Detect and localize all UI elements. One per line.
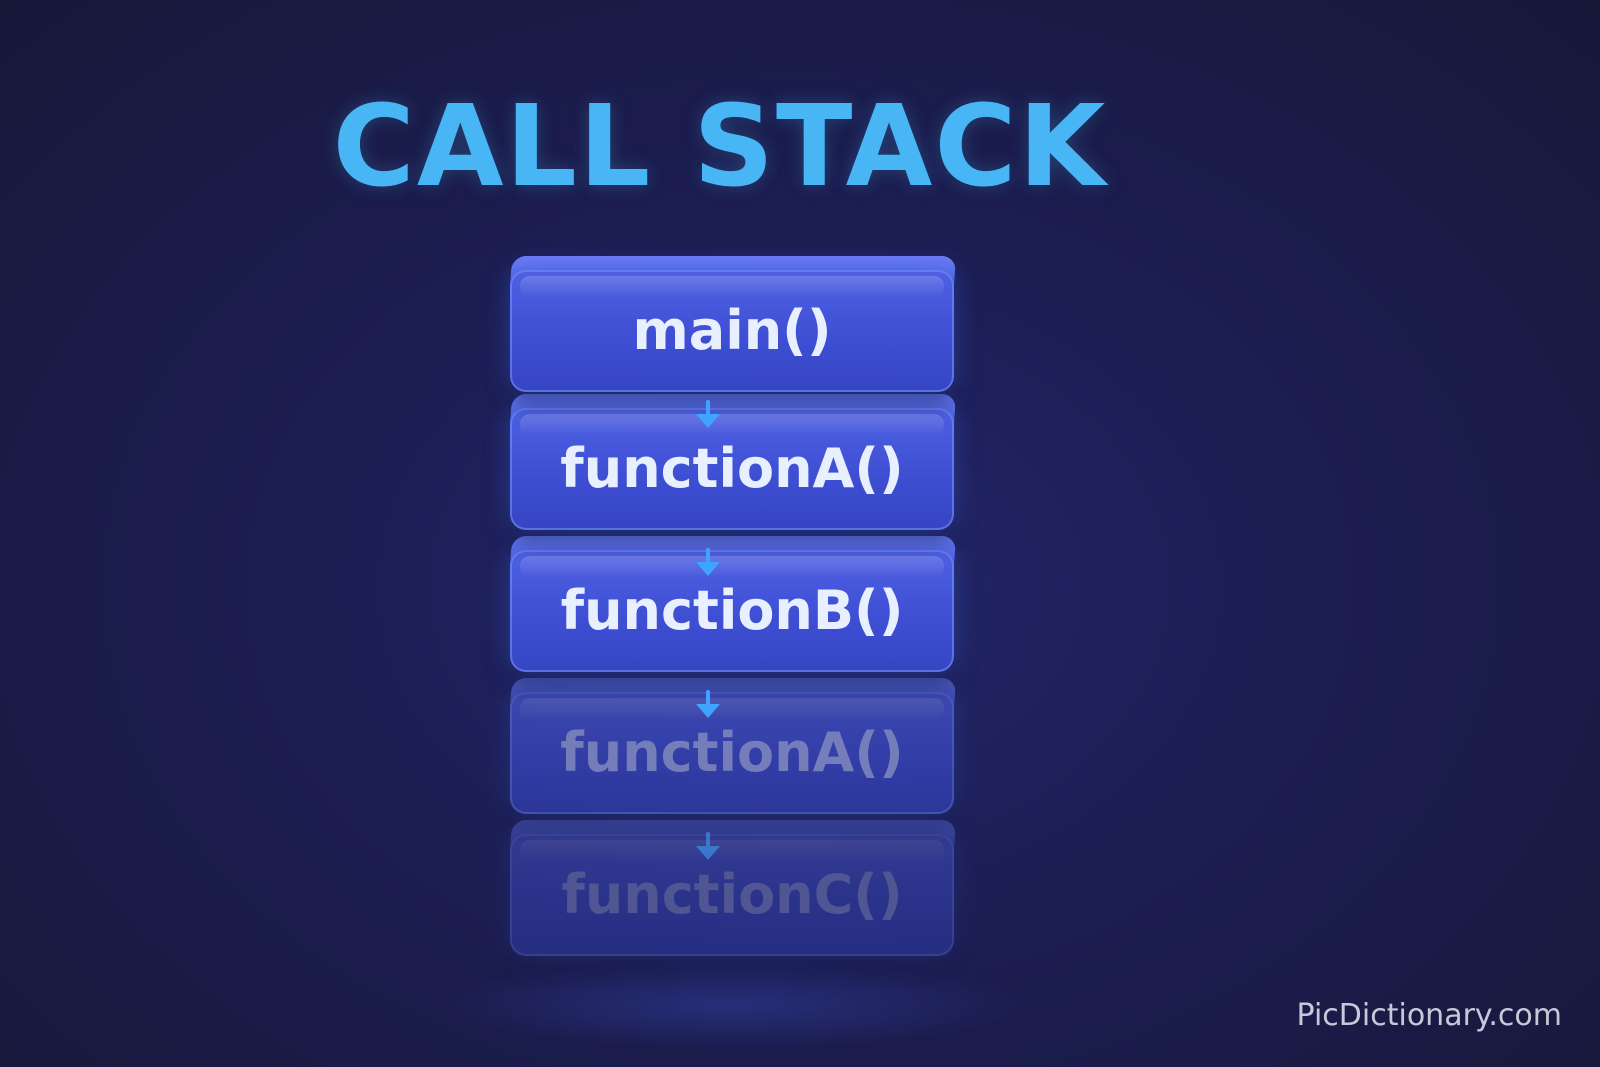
arrow-down-icon: [696, 690, 720, 720]
block-front-face: [510, 834, 954, 956]
arrow-down-icon: [696, 548, 720, 578]
block-front-face: [510, 550, 954, 672]
page-title: CALL STACK: [332, 82, 1108, 212]
stack-frame-3: functionB(): [510, 536, 957, 672]
block-front-face: [510, 692, 954, 814]
stack-frame-label: main(): [632, 299, 832, 362]
stack-frame-label: functionA(): [560, 721, 904, 784]
stack-frame-1: main(): [510, 256, 957, 392]
stack-frame-2: functionA(): [510, 394, 957, 530]
block-front-face: [510, 270, 954, 392]
stack-frame-4: functionA(): [510, 678, 957, 814]
arrow-down-icon: [696, 832, 720, 862]
stack-frame-label: functionC(): [561, 863, 903, 926]
stack-frame-5: functionC(): [510, 820, 957, 956]
block-front-face: [510, 408, 954, 530]
stack-frame-label: functionA(): [560, 437, 904, 500]
floor-glow: [430, 960, 1030, 1050]
arrow-down-icon: [696, 400, 720, 430]
stack-frame-label: functionB(): [560, 579, 904, 642]
watermark: PicDictionary.com: [1296, 998, 1562, 1033]
